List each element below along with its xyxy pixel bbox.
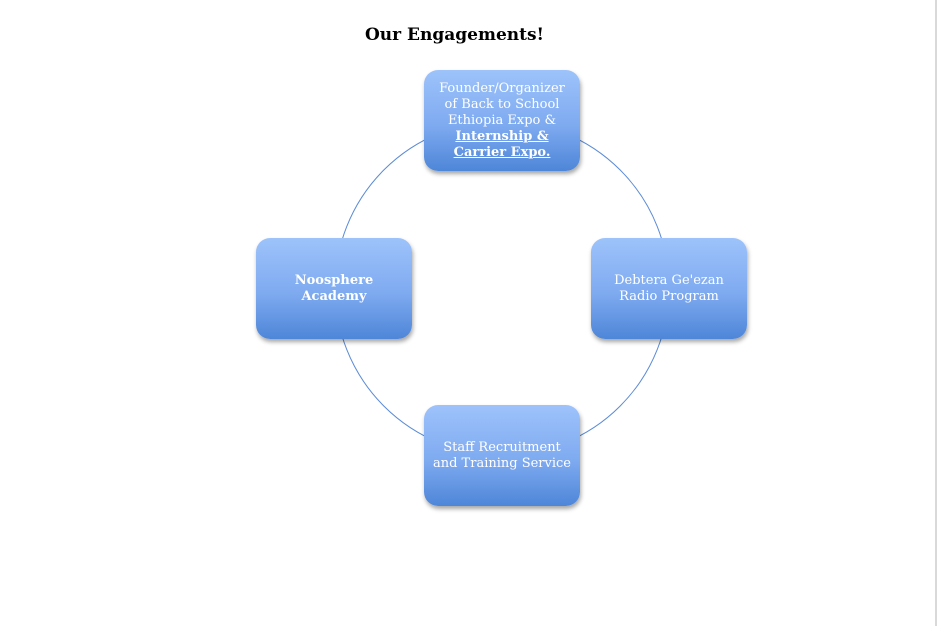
node-top-line-1: Founder/Organizer — [439, 80, 565, 96]
node-top-line-4: Internship & — [455, 128, 549, 144]
node-right-line-1: Debtera Ge'ezan — [614, 272, 724, 288]
node-bottom-line-2: and Training Service — [432, 455, 572, 471]
node-left-line-2: Academy — [301, 288, 367, 304]
node-noosphere-academy[interactable]: Noosphere Academy — [256, 238, 412, 339]
node-top-line-2: of Back to School — [444, 96, 560, 112]
node-top-line-3: Ethiopia Expo & — [447, 112, 557, 128]
node-left-line-1: Noosphere — [294, 272, 374, 288]
node-bottom-line-1: Staff Recruitment — [443, 439, 561, 455]
node-right-line-2: Radio Program — [619, 288, 719, 304]
node-staff-recruitment[interactable]: Staff Recruitment and Training Service — [424, 405, 580, 506]
page-title: Our Engagements! — [365, 25, 545, 45]
node-back-to-school-expo[interactable]: Founder/Organizer of Back to School Ethi… — [424, 70, 580, 171]
node-top-line-5: Carrier Expo. — [453, 144, 551, 160]
node-debtera-radio-program[interactable]: Debtera Ge'ezan Radio Program — [591, 238, 747, 339]
page-edge-divider — [935, 0, 937, 626]
